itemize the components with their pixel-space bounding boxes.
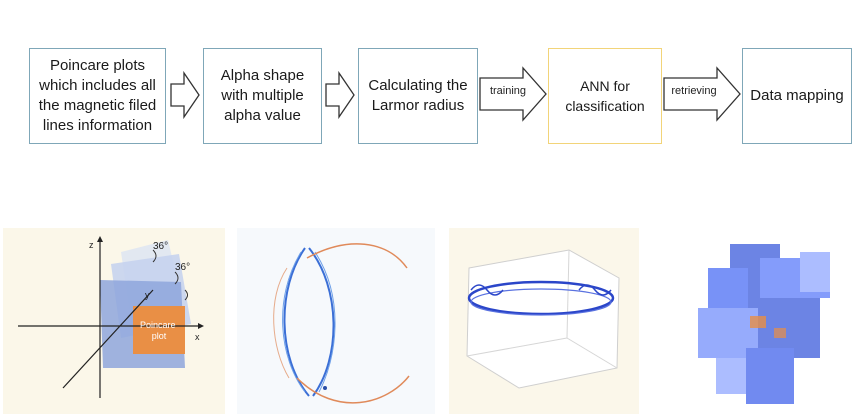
arrow-right-icon xyxy=(325,70,355,120)
step-ann-classification: ANN for classification xyxy=(548,48,662,144)
step-alpha-shape-label: Alpha shape with multiple alpha value xyxy=(220,67,305,124)
step-poincare-plots: Poincare plots which includes all the ma… xyxy=(29,48,166,144)
angle-label-1: 36° xyxy=(153,241,168,252)
step-alpha-shape: Alpha shape with multiple alpha value xyxy=(203,48,322,144)
alpha-shape-panel xyxy=(237,228,435,414)
step-larmor-radius: Calculating the Larmor radius xyxy=(358,48,478,144)
step-data-mapping-label: Data mapping xyxy=(750,87,844,104)
training-arrow-icon xyxy=(479,66,547,122)
larmor-ring-panel xyxy=(449,228,639,414)
data-mapping-figure xyxy=(698,244,830,404)
z-axis-label: z xyxy=(89,240,94,250)
angle-label-2: 36° xyxy=(175,262,190,273)
retrieving-arrow-icon xyxy=(663,66,741,122)
poincare-plot-label: Poincare plot xyxy=(140,320,178,341)
data-mapping-panel xyxy=(650,228,862,414)
poincare-axes-figure: 36° 36° z y x Poincare plot xyxy=(18,236,204,398)
alpha-shape-figure xyxy=(273,243,410,404)
larmor-ring-figure xyxy=(466,249,620,389)
retrieving-label: retrieving xyxy=(671,85,717,97)
poincare-plot-label-line2: plot xyxy=(152,331,167,341)
step-data-mapping: Data mapping xyxy=(742,48,852,144)
arrow-right-icon xyxy=(170,70,200,120)
poincare-plot-label-line1: Poincare xyxy=(140,320,176,330)
step-ann-classification-label: ANN for classification xyxy=(565,78,645,114)
step-larmor-radius-label: Calculating the Larmor radius xyxy=(368,77,468,114)
x-axis-label: x xyxy=(195,332,200,342)
training-label: training xyxy=(489,85,527,97)
y-axis-label: y xyxy=(145,290,150,300)
poincare-axes-panel: 36° 36° z y x Poincare plot xyxy=(3,228,225,414)
step-poincare-plots-label: Poincare plots which includes all the ma… xyxy=(38,57,157,134)
